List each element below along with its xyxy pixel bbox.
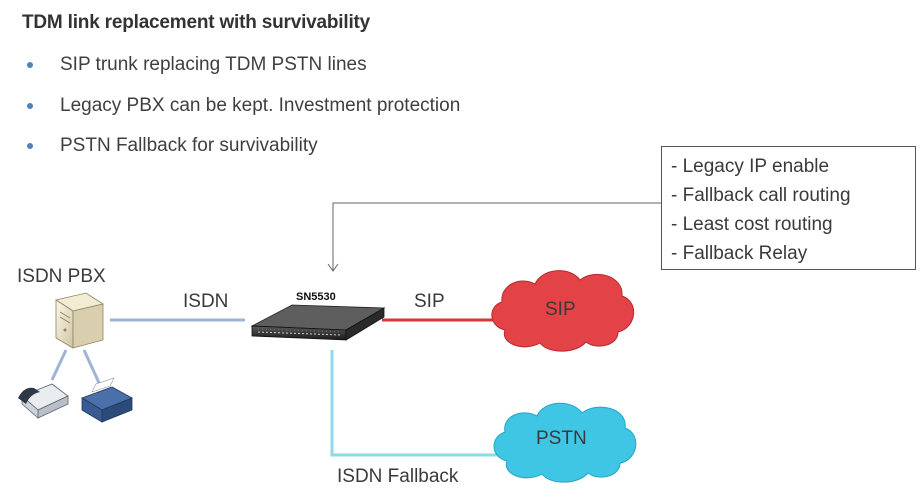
bullet-text: Legacy PBX can be kept. Investment prote… (60, 94, 461, 116)
callout-arrowhead (327, 263, 339, 272)
feature-item: - Legacy IP enable (671, 156, 830, 177)
bullet-text: PSTN Fallback for survivability (60, 135, 318, 156)
callout-connector (332, 202, 661, 270)
sip-cloud-label: SIP (545, 299, 576, 320)
pstn-cloud (493, 402, 637, 483)
pbx-label: ISDN PBX (17, 266, 106, 287)
slide-title: TDM link replacement with survivability (22, 12, 371, 33)
bullet-dot (27, 102, 33, 109)
bullet-dot (27, 143, 33, 149)
feature-callout-box: - Legacy IP enable - Fallback call routi… (661, 146, 916, 270)
phone-link (50, 349, 68, 381)
fallback-link (330, 350, 505, 457)
feature-item: - Least cost routing (671, 214, 833, 235)
telephone-icon (18, 383, 69, 419)
fax-link (82, 349, 102, 386)
sip-cloud (491, 270, 634, 352)
isdn-link-label: ISDN (183, 291, 229, 312)
fallback-link-label: ISDN Fallback (337, 466, 459, 487)
bullet-dot (27, 62, 33, 68)
bullet-text: SIP trunk replacing TDM PSTN lines (60, 54, 367, 75)
feature-item: - Fallback Relay (671, 243, 808, 264)
pbx-server-icon (54, 292, 105, 349)
gateway-device-icon (250, 304, 386, 341)
device-label: SN5530 (296, 291, 336, 303)
feature-item: - Fallback call routing (671, 185, 851, 206)
fax-machine-icon (81, 377, 133, 423)
pstn-cloud-label: PSTN (536, 428, 587, 449)
sip-link-label: SIP (414, 291, 445, 312)
